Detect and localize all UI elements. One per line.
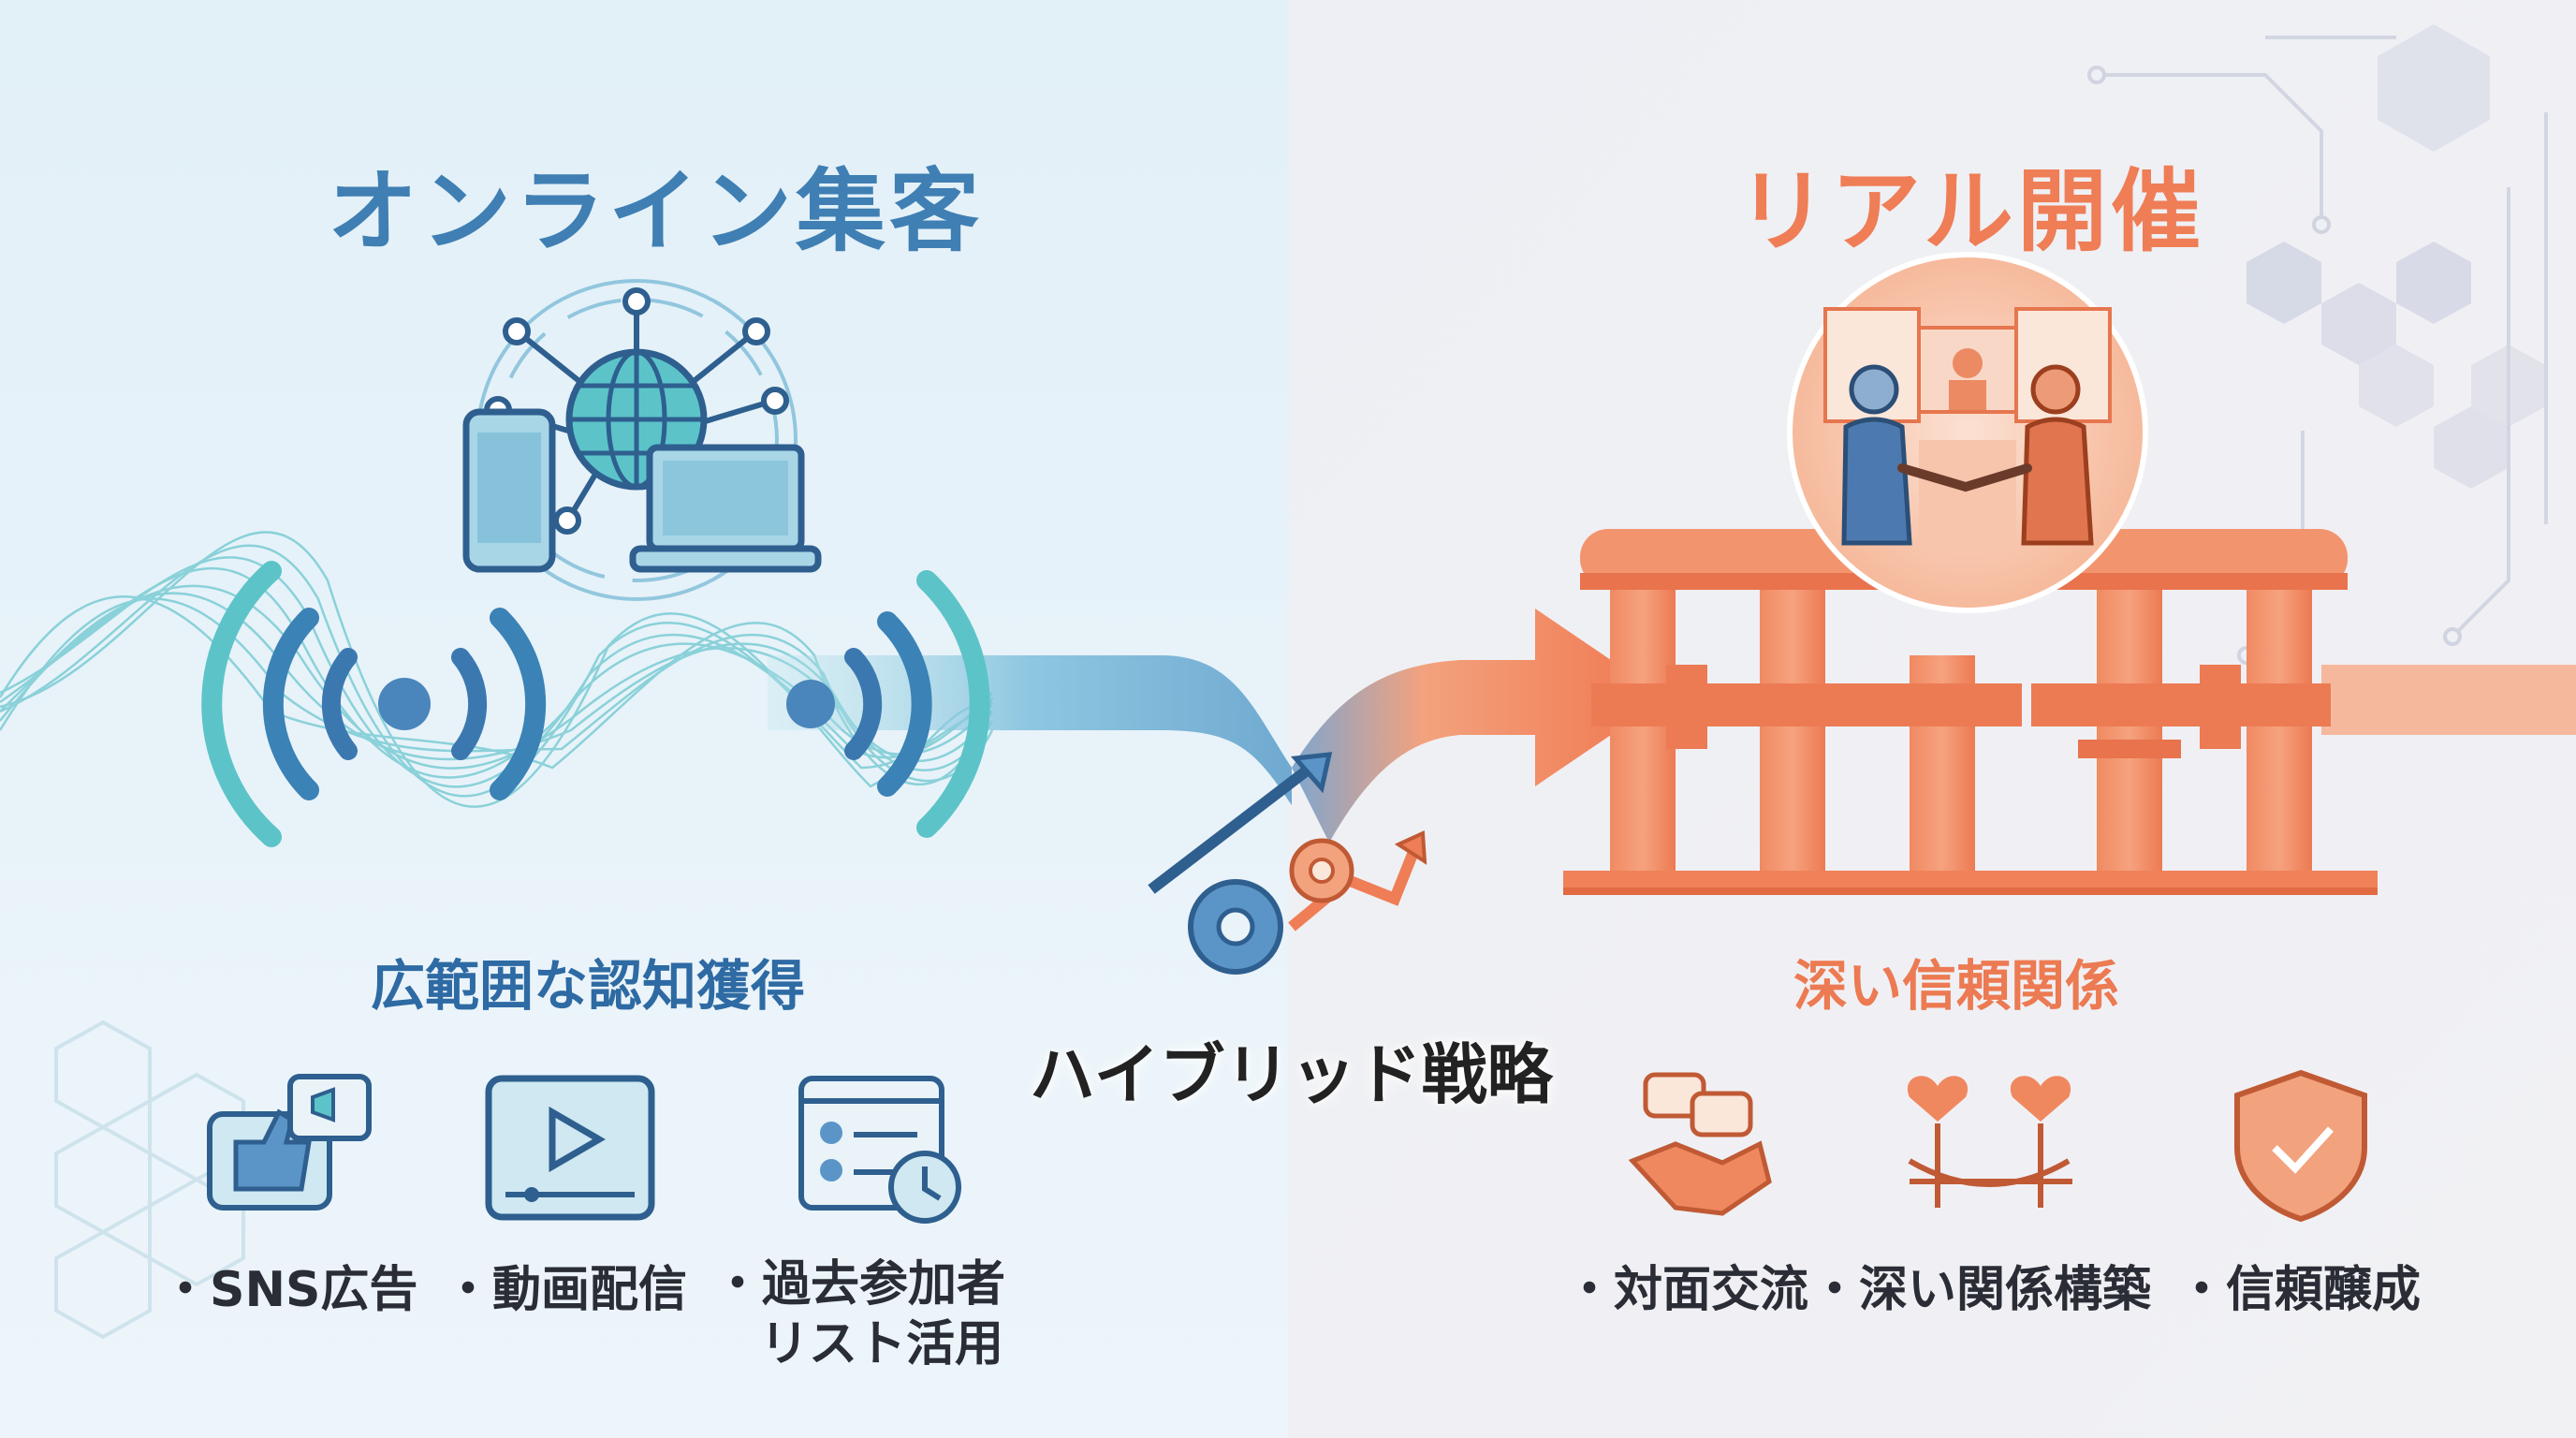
video-stream-icon [485,1075,655,1221]
real-subtitle: 深い信頼関係 [1793,954,2120,1018]
pillars-structure [1563,529,2378,895]
real-item-face-to-face: ・対面交流 [1565,1262,1809,1318]
bridge-hearts-icon [1907,1076,2072,1208]
hexagon-decoration-right [2087,24,2548,665]
real-item-trust: ・信頼醸成 [2177,1262,2422,1318]
attendee-list-icon [798,1076,961,1224]
handshake-chat-icon [1628,1072,1772,1216]
online-item-video: ・動画配信 [444,1262,688,1318]
online-item-list-line1: ・過去参加者 [713,1256,1006,1313]
real-title: リアル開催 [1737,159,2205,264]
signal-rings [201,561,990,847]
online-item-sns: ・SNS広告 [161,1262,418,1318]
hexagon-decoration-left [54,1020,245,1340]
handshake-meeting-icon [1787,252,2148,613]
shield-check-icon [2234,1069,2367,1223]
online-subtitle: 広範囲な認知獲得 [371,954,806,1018]
real-item-deep-relationship: ・深い関係構築 [1810,1262,2152,1318]
gears-growth-icon [1148,752,1427,975]
online-title: オンライン集客 [328,159,983,264]
globe-devices-icon [462,279,822,601]
online-item-list-line2: リスト活用 [760,1316,1004,1372]
hybrid-strategy-label: ハイブリッド戦略 [1030,1036,1553,1113]
sns-ad-icon [207,1074,372,1211]
